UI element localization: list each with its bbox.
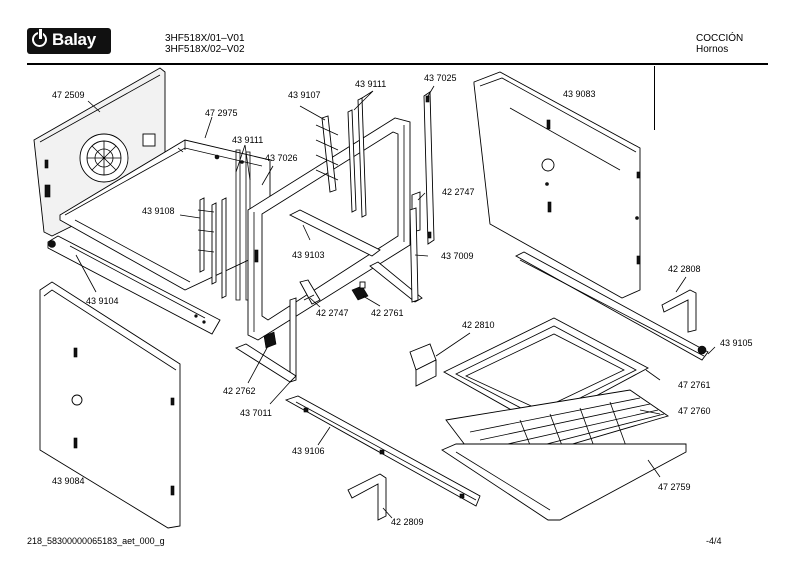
label-437025: 43 7025: [424, 73, 457, 83]
part-clip-2808: [661, 289, 697, 333]
label-437009: 43 7009: [441, 251, 474, 261]
label-422808: 42 2808: [668, 264, 701, 274]
label-439084: 43 9084: [52, 476, 85, 486]
part-telescopic-runner: [515, 251, 709, 361]
part-front-bottom-strip: [47, 235, 221, 335]
label-422810: 42 2810: [462, 320, 495, 330]
label-422761: 42 2761: [371, 308, 404, 318]
label-422762: 42 2762: [223, 386, 256, 396]
part-front-frame-leg: [235, 297, 297, 383]
label-439108: 43 9108: [142, 206, 175, 216]
header-vertical-line: [654, 66, 655, 130]
label-422747-top: 42 2747: [442, 187, 475, 197]
part-bracket-2810: [409, 343, 437, 387]
label-439111-right: 43 9111: [355, 79, 386, 89]
part-lower-frame-bracket: [369, 207, 423, 303]
power-symbol-bar: [38, 29, 43, 39]
label-437026: 43 7026: [265, 153, 298, 163]
subcategory: Hornos: [696, 44, 729, 55]
label-439105: 43 9105: [720, 338, 753, 348]
part-side-panel-left: [39, 281, 181, 529]
leader-lines: [75, 85, 716, 519]
brand-name: Balay: [52, 30, 96, 49]
label-439111-left: 43 9111: [232, 135, 263, 145]
document-code: 218_58300000065183_aet_000_g: [27, 536, 165, 546]
label-472760: 47 2760: [678, 406, 711, 416]
part-vertical-rail: [423, 91, 435, 245]
label-439107: 43 9107: [288, 90, 321, 100]
label-422809: 42 2809: [391, 517, 424, 527]
model-line-1: 3HF518X/01–V01: [165, 33, 245, 44]
label-439083: 43 9083: [563, 89, 596, 99]
part-clip-2809: [347, 473, 387, 521]
page-number: -4/4: [706, 536, 722, 546]
part-frame-bottom-bracket: [288, 209, 381, 305]
part-side-rack-right: [315, 97, 367, 218]
label-439104: 43 9104: [86, 296, 119, 306]
label-422747-bottom: 42 2747: [316, 308, 349, 318]
label-437011: 43 7011: [240, 408, 272, 418]
header-rule: [27, 63, 768, 65]
balay-logo: Balay: [27, 28, 111, 54]
label-472975: 47 2975: [205, 108, 238, 118]
part-lower-rail: [284, 395, 481, 507]
part-rack-runner: [441, 443, 687, 521]
model-line-2: 3HF518X/02–V02: [165, 44, 245, 55]
label-472509: 47 2509: [52, 90, 85, 100]
label-439103: 43 9103: [292, 250, 325, 260]
label-472759: 47 2759: [658, 482, 691, 492]
label-472761: 47 2761: [678, 380, 711, 390]
part-side-rack-left: [197, 197, 227, 299]
label-439106: 43 9106: [292, 446, 325, 456]
category: COCCIÓN: [696, 33, 744, 44]
part-side-panel-right: [473, 71, 641, 299]
part-baking-tray: [443, 317, 649, 427]
